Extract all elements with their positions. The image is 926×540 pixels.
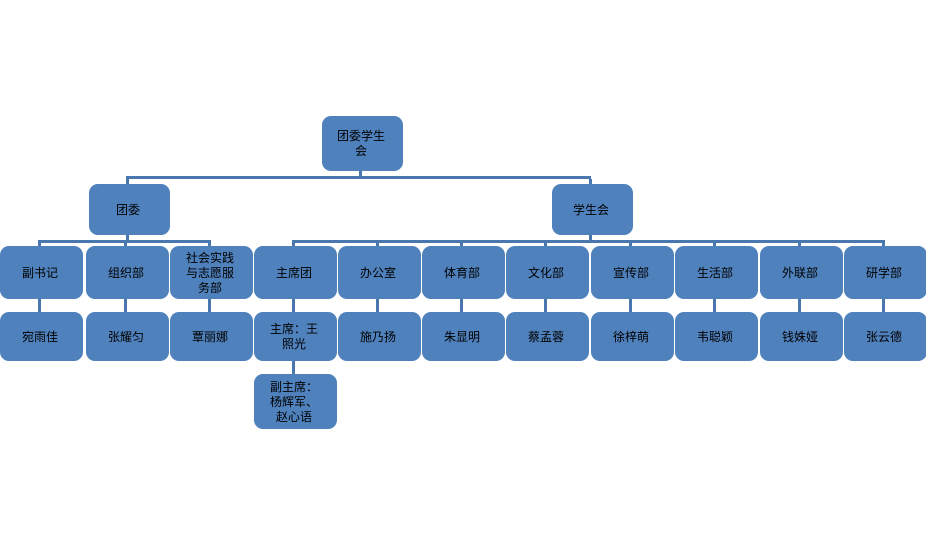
connector-member-stub-3 bbox=[292, 296, 295, 316]
connector-member-stub-1 bbox=[124, 296, 127, 316]
connector-dept-stub-9 bbox=[798, 240, 801, 250]
org-node-xueshenghui-label: 学生会 bbox=[572, 202, 609, 217]
connector-tuanwei-up-stub bbox=[126, 179, 129, 188]
org-node-member-8: 韦聪颖 bbox=[675, 312, 758, 361]
member-label-6: 蔡孟蓉 bbox=[527, 329, 564, 344]
org-node-tuanwei: 团委 bbox=[89, 184, 170, 235]
dept-label-8: 生活部 bbox=[696, 265, 733, 280]
member-label-7: 徐梓萌 bbox=[612, 329, 649, 344]
dept-label-9: 外联部 bbox=[781, 265, 818, 280]
connector-member-stub-5 bbox=[460, 296, 463, 316]
member-label-10: 张云德 bbox=[865, 329, 902, 344]
org-node-dept-6: 文化部 bbox=[506, 246, 589, 299]
dept-label-10: 研学部 bbox=[865, 265, 902, 280]
org-node-root: 团委学生会 bbox=[322, 116, 403, 171]
connector-dept-stub-10 bbox=[882, 240, 885, 250]
org-node-member-0: 宛雨佳 bbox=[0, 312, 83, 361]
connector-xueshenghui-down-stub bbox=[589, 232, 592, 240]
dept-label-0: 副书记 bbox=[21, 265, 58, 280]
connector-dept-stub-7 bbox=[629, 240, 632, 250]
member-label-5: 朱显明 bbox=[443, 329, 480, 344]
org-node-tuanwei-label: 团委 bbox=[115, 202, 140, 217]
connector-dept-stub-4 bbox=[376, 240, 379, 250]
connector-tuanwei-down-stub bbox=[126, 232, 129, 240]
org-node-member-2: 覃丽娜 bbox=[170, 312, 253, 361]
member-label-8: 韦聪颖 bbox=[696, 329, 733, 344]
org-node-dept-9: 外联部 bbox=[760, 246, 843, 299]
connector-dept-stub-0 bbox=[38, 240, 41, 250]
org-node-dept-8: 生活部 bbox=[675, 246, 758, 299]
dept-label-6: 文化部 bbox=[527, 265, 564, 280]
org-node-member-4: 施乃扬 bbox=[338, 312, 421, 361]
connector-member-stub-6 bbox=[544, 296, 547, 316]
org-node-dept-2: 社会实践与志愿服务部 bbox=[170, 246, 253, 299]
connector-deputy-stub bbox=[292, 358, 295, 378]
org-node-member-5: 朱显明 bbox=[422, 312, 505, 361]
org-node-member-10: 张云德 bbox=[844, 312, 926, 361]
connector-member-stub-0 bbox=[38, 296, 41, 316]
member-label-3: 主席：王照光 bbox=[269, 322, 318, 351]
connector-dept-stub-5 bbox=[460, 240, 463, 250]
org-node-xueshenghui: 学生会 bbox=[552, 184, 633, 235]
org-node-dept-5: 体育部 bbox=[422, 246, 505, 299]
member-label-2: 覃丽娜 bbox=[191, 329, 228, 344]
org-node-deputy: 副主席：杨辉军、赵心语 bbox=[254, 374, 337, 429]
connector-xueshenghui-bus bbox=[292, 240, 885, 243]
deputy-label: 副主席：杨辉军、赵心语 bbox=[269, 379, 318, 424]
dept-label-1: 组织部 bbox=[107, 265, 144, 280]
member-label-9: 钱姝娅 bbox=[781, 329, 818, 344]
connector-xueshenghui-up-stub bbox=[589, 179, 592, 188]
org-node-dept-0: 副书记 bbox=[0, 246, 83, 299]
connector-member-stub-2 bbox=[208, 296, 211, 316]
member-label-1: 张耀匀 bbox=[107, 329, 144, 344]
connector-dept-stub-8 bbox=[713, 240, 716, 250]
org-node-dept-7: 宣传部 bbox=[591, 246, 674, 299]
org-node-member-9: 钱姝娅 bbox=[760, 312, 843, 361]
connector-member-stub-7 bbox=[629, 296, 632, 316]
dept-label-7: 宣传部 bbox=[612, 265, 649, 280]
connector-root-stub bbox=[359, 168, 362, 177]
dept-label-3: 主席团 bbox=[275, 265, 312, 280]
org-node-member-6: 蔡孟蓉 bbox=[506, 312, 589, 361]
connector-level1-bus bbox=[126, 176, 591, 179]
connector-member-stub-8 bbox=[713, 296, 716, 316]
connector-member-stub-10 bbox=[882, 296, 885, 316]
connector-dept-stub-1 bbox=[124, 240, 127, 250]
member-label-4: 施乃扬 bbox=[359, 329, 396, 344]
connector-dept-stub-6 bbox=[544, 240, 547, 250]
org-node-dept-3: 主席团 bbox=[254, 246, 337, 299]
org-node-dept-4: 办公室 bbox=[338, 246, 421, 299]
org-node-member-1: 张耀匀 bbox=[86, 312, 169, 361]
dept-label-4: 办公室 bbox=[359, 265, 396, 280]
org-node-dept-10: 研学部 bbox=[844, 246, 926, 299]
dept-label-5: 体育部 bbox=[443, 265, 480, 280]
org-node-member-7: 徐梓萌 bbox=[591, 312, 674, 361]
org-node-dept-1: 组织部 bbox=[86, 246, 169, 299]
org-node-member-3: 主席：王照光 bbox=[254, 312, 337, 361]
member-label-0: 宛雨佳 bbox=[21, 329, 58, 344]
connector-member-stub-4 bbox=[376, 296, 379, 316]
org-node-root-label: 团委学生会 bbox=[336, 129, 385, 158]
connector-dept-stub-3 bbox=[292, 240, 295, 250]
connector-dept-stub-2 bbox=[208, 240, 211, 250]
dept-label-2: 社会实践与志愿服务部 bbox=[185, 250, 234, 295]
connector-member-stub-9 bbox=[798, 296, 801, 316]
